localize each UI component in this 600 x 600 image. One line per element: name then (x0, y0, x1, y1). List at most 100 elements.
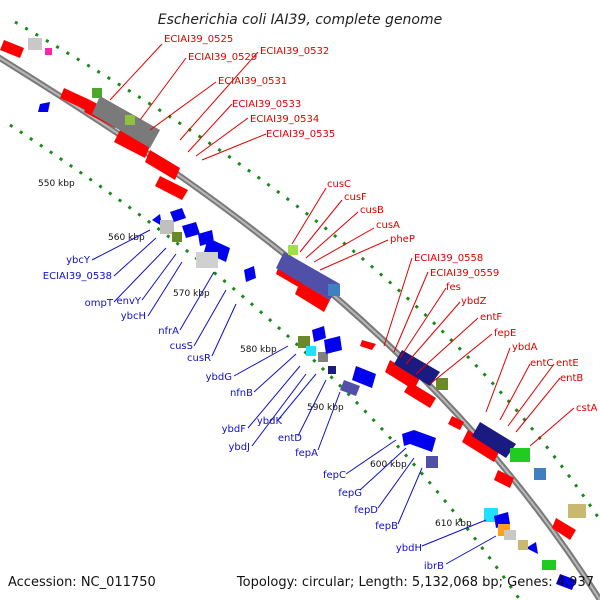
gene-box (542, 560, 556, 570)
gene-box (328, 284, 340, 296)
gene-arrow (462, 430, 500, 462)
gene-label: entB (560, 373, 583, 384)
gene-box (340, 380, 360, 396)
map-title: Escherichia coli IAI39, complete genome (158, 12, 443, 28)
gene-arrow (38, 102, 50, 112)
gene-box (436, 378, 448, 390)
blue-gene-labels: ybcY ECIAI39_0538 ompT envY ybcH nfrA cu… (43, 255, 444, 572)
gene-label: fepA (295, 448, 318, 459)
gene-arrow (552, 518, 576, 540)
gene-arrow (60, 88, 90, 110)
gene-label: ybcY (66, 255, 91, 266)
gene-arrow (182, 222, 200, 238)
gene-label: fepD (354, 505, 378, 516)
tick-ring-inner (9, 123, 522, 600)
gene-label: ECIAI39_0538 (43, 271, 112, 282)
gene-label: ybdZ (461, 296, 487, 307)
gene-box (28, 38, 42, 50)
gene-box (534, 468, 546, 480)
gene-arrow (360, 340, 376, 350)
gene-label: ECIAI39_0525 (164, 34, 233, 45)
gene-arrow (155, 176, 188, 200)
gene-label: envY (116, 296, 141, 307)
gene-label: ECIAI39_0533 (232, 99, 301, 110)
gene-label: cusA (376, 220, 400, 231)
gene-label: ECIAI39_0531 (218, 76, 287, 87)
gene-label: cusR (187, 353, 211, 364)
gene-box (276, 252, 340, 300)
gene-label: ECIAI39_0558 (414, 253, 483, 264)
gene-label: ybdG (206, 372, 232, 383)
kbp-label: 580 kbp (240, 345, 277, 355)
accession-text: Accession: NC_011750 (8, 575, 156, 590)
blue-genes (38, 102, 576, 590)
gene-box (306, 346, 316, 356)
gene-box (426, 456, 438, 468)
gene-arrow (404, 382, 436, 408)
kbp-label: 570 kbp (173, 289, 210, 299)
gene-label: fes (446, 282, 461, 293)
gene-arrow (556, 574, 576, 590)
gene-label: ECIAI39_0532 (260, 46, 329, 57)
gene-arrow (410, 430, 436, 452)
gene-box (518, 540, 528, 550)
gene-box (298, 336, 310, 348)
gene-label: cusF (344, 192, 367, 203)
gene-box (568, 504, 586, 518)
gene-box (172, 232, 182, 242)
kbp-label: 590 kbp (307, 403, 344, 413)
gene-arrow (114, 130, 150, 158)
gene-label: ybdK (257, 416, 283, 427)
kbp-label: 600 kbp (370, 460, 407, 470)
gene-label: ECIAI39_0559 (430, 268, 499, 279)
gene-arrow (145, 150, 180, 180)
gene-arrow (170, 208, 186, 222)
gene-label: ompT (85, 298, 114, 309)
gene-label: ECIAI39_0529 (188, 52, 257, 63)
gene-label: ybdJ (228, 442, 250, 453)
gene-arrow (152, 214, 162, 226)
gene-label: pheP (390, 234, 415, 245)
gene-label: cusC (327, 179, 351, 190)
gene-label: nfrA (158, 326, 179, 337)
kbp-scale: 550 kbp 560 kbp 570 kbp 580 kbp 590 kbp … (38, 179, 472, 529)
gene-box (510, 448, 530, 462)
gene-label: ibrB (424, 561, 444, 572)
gene-label: ybdH (396, 543, 422, 554)
gene-box (472, 422, 516, 458)
kbp-label: 610 kbp (435, 519, 472, 529)
kbp-label: 550 kbp (38, 179, 75, 189)
gene-label: cusS (170, 341, 193, 352)
gene-label: ECIAI39_0535 (266, 129, 335, 140)
gene-label: ECIAI39_0534 (250, 114, 319, 125)
gene-label: nfnB (230, 388, 253, 399)
red-callout-lines (109, 43, 575, 447)
tick-ring-outer (14, 20, 600, 521)
gene-arrow (385, 360, 420, 390)
gene-label: entF (480, 312, 502, 323)
gene-box (504, 530, 516, 540)
gene-label: fepG (338, 488, 362, 499)
blue-callout-lines (91, 229, 497, 565)
gene-label: entE (556, 358, 579, 369)
gene-box (92, 88, 102, 98)
gene-label: ybdA (512, 342, 538, 353)
gene-box (288, 245, 298, 255)
gene-arrow (448, 416, 464, 430)
gene-arrow (494, 470, 514, 488)
gene-arrow (244, 266, 256, 282)
gene-label: fepE (494, 328, 516, 339)
gene-arrow (526, 542, 538, 554)
gene-arrow (352, 366, 376, 388)
gene-label: cstA (576, 403, 598, 414)
gene-box (196, 252, 218, 268)
gene-box (394, 350, 440, 386)
gene-label: fepC (323, 470, 346, 481)
gene-box (125, 115, 135, 125)
gene-label: ybcH (121, 311, 146, 322)
gene-arrow (204, 238, 230, 262)
gene-arrow (312, 326, 326, 342)
gene-label: entC (530, 358, 553, 369)
gene-box (318, 352, 328, 362)
red-gene-labels: ECIAI39_0525 ECIAI39_0529 ECIAI39_0532 E… (164, 34, 598, 414)
